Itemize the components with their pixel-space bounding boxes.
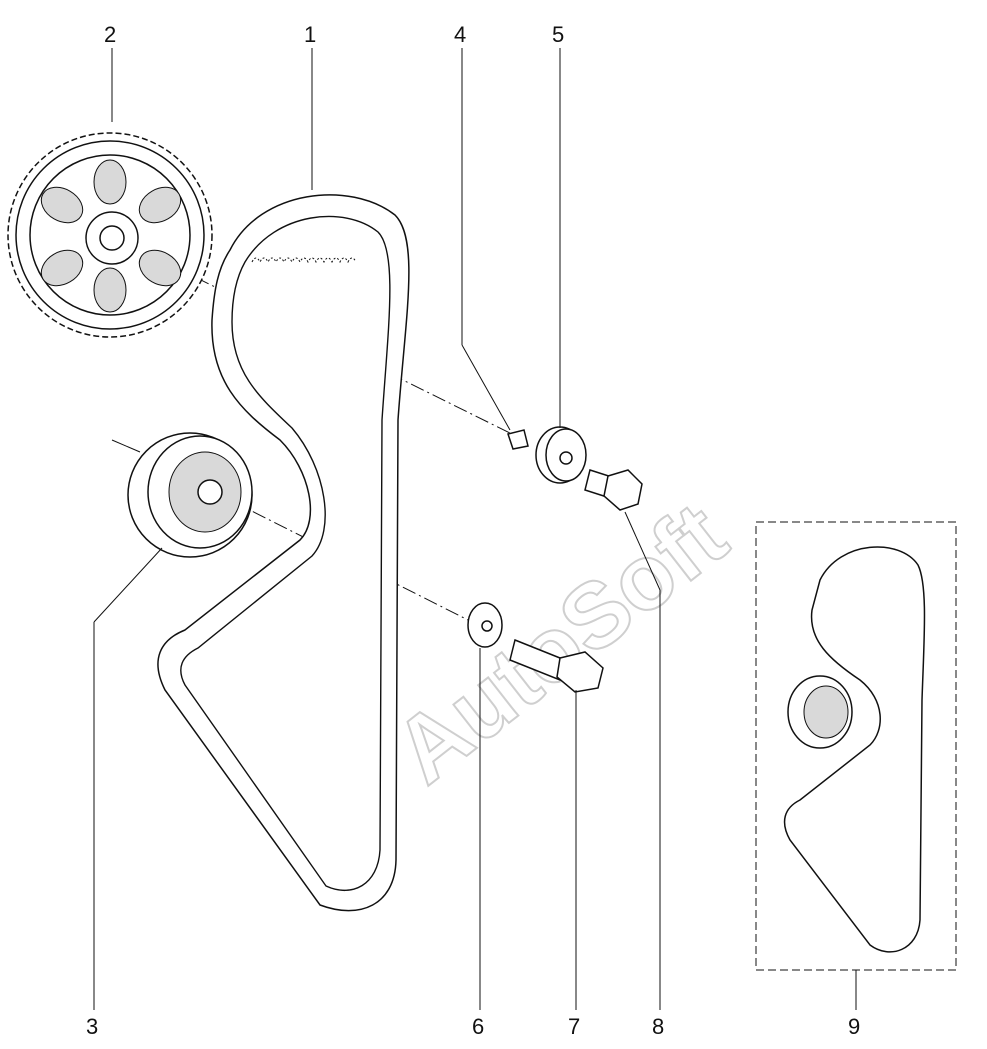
callout-2: 2 — [104, 22, 116, 47]
timing-belt — [157, 194, 410, 912]
callout-6: 6 — [472, 1014, 484, 1039]
callout-8: 8 — [652, 1014, 664, 1039]
belt-routing-inset — [755, 521, 957, 971]
tensioner-bolt — [509, 638, 604, 693]
leader-lines — [93, 48, 857, 1010]
callout-9: 9 — [848, 1014, 860, 1039]
tensioner-roller — [127, 432, 253, 558]
callout-5: 5 — [552, 22, 564, 47]
key — [507, 429, 529, 450]
callout-4: 4 — [454, 22, 466, 47]
callout-labels: 2 1 4 5 3 6 7 8 9 — [86, 22, 860, 1039]
camshaft-sprocket — [7, 132, 213, 338]
callout-3: 3 — [86, 1014, 98, 1039]
hub-washer — [535, 426, 587, 484]
watermark: AutoSoft — [376, 484, 745, 803]
callout-7: 7 — [568, 1014, 580, 1039]
flat-washer — [467, 602, 503, 648]
sprocket-bolt — [584, 469, 643, 511]
callout-1: 1 — [304, 22, 316, 47]
